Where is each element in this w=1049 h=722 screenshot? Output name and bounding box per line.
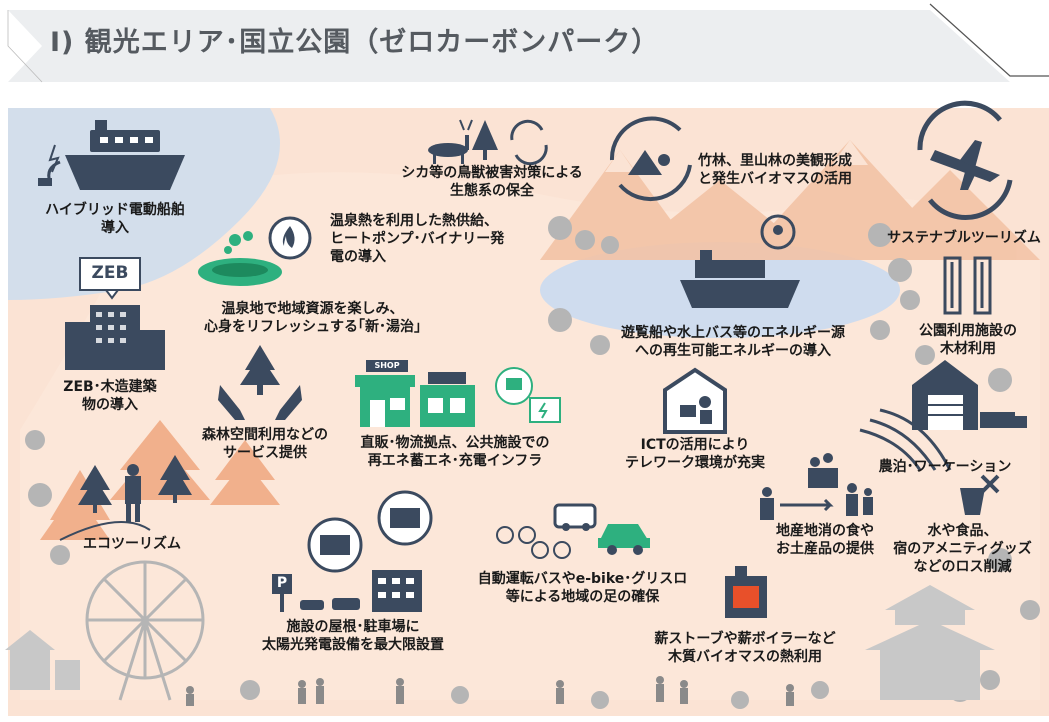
zeb-sign-icon: [79, 257, 141, 300]
solar-building-icon: [372, 570, 422, 612]
label-onsen-area: 温泉地で地域資源を楽しみ、 心身をリフレッシュする｢新･湯治｣: [204, 301, 421, 335]
parking-sign-icon: [272, 574, 292, 612]
label-solar: 施設の屋根･駐車場に 太陽光発電設備を最大限設置: [262, 619, 444, 653]
public-building-icon: [420, 372, 475, 427]
label-biomass-heat: 薪ストーブや薪ボイラーなど 木質バイオマスの熱利用: [654, 631, 836, 665]
label-ict: ICTの活用により テレワーク環境が充実: [625, 437, 765, 471]
truck-icon: [980, 412, 1027, 428]
wood-stove-icon: [725, 566, 767, 618]
telework-house-icon: [663, 367, 727, 434]
cruise-ship-icon: [680, 250, 800, 308]
solar-pin-icon-2: [377, 490, 433, 546]
label-agri: 農泊･ワーケーション: [878, 459, 1012, 475]
label-loss: 水や食品、 宿のアメニティグッズ などのロス削減: [893, 523, 1032, 575]
tree-icon: [472, 120, 498, 160]
forest-hands-icon: [218, 345, 302, 420]
label-wood: 公園利用施設の 木材利用: [919, 323, 1017, 357]
onsen-icon: [198, 231, 282, 286]
label-deer: シカ等の鳥獣被害対策による 生態系の保全: [401, 165, 583, 199]
waste-bucket-icon: [960, 474, 1000, 515]
label-shop: 直販･物流拠点、公共施設での 再エネ蓄エネ･充電インフラ: [360, 435, 550, 469]
hiker-icon: [125, 464, 141, 522]
label-hybrid-ship: ハイブリッド電動船舶 導入: [45, 202, 185, 236]
ferris-wheel-icon: [85, 560, 205, 701]
people-icons: [186, 676, 794, 706]
bamboo-mountain-icon: [628, 150, 670, 175]
label-sustainable: サステナブルツーリズム: [887, 230, 1041, 246]
shop-building-icon: [355, 360, 415, 427]
label-cruise: 遊覧船や水上バス等のエネルギー源 への再生可能エネルギーの導入: [621, 325, 845, 359]
field-lines-icon: [859, 408, 952, 471]
deer-icon: [428, 119, 473, 164]
shop-sign-text: SHOP: [374, 361, 400, 370]
label-zeb: ZEB･木造建築 物の導入: [63, 379, 157, 413]
arrow-icon: [780, 498, 834, 512]
label-local-food: 地産地消の食や お土産品の提供: [776, 523, 874, 557]
bicycle-icon: [496, 526, 571, 559]
fire-bubble-icon: [268, 216, 312, 260]
farm-barn-icon: [912, 360, 978, 430]
houses-icon: [5, 630, 80, 690]
path-curve: [59, 521, 151, 541]
auto-bus-icon: [553, 503, 597, 531]
dark-trees-eco: [78, 455, 192, 513]
label-eco: エコツーリズム: [83, 536, 181, 552]
label-mobility: 自動運転バスやe-bike･グリスロ 等による地域の足の確保: [477, 571, 688, 605]
label-onsen-heat: 温泉熱を利用した熱供給、 ヒートポンプ･バイナリー発 電の導入: [330, 213, 505, 265]
zeb-building-icon: [65, 305, 165, 370]
lightbulb-cycle-icon: [760, 214, 796, 250]
solar-pin-icon-1: [307, 517, 363, 573]
parking-sign-text: P: [276, 575, 288, 591]
airplane-icon: [930, 140, 1000, 190]
vegetables-icon: [808, 453, 838, 488]
label-bamboo: 竹林、里山林の美観形成 と発生バイオマスの活用: [698, 153, 852, 187]
hybrid-ship-icon: [38, 120, 185, 190]
green-car-icon: [598, 524, 650, 555]
zeb-sign-text: ZEB: [91, 263, 129, 283]
family-icon: [846, 483, 873, 516]
battery-bubble-icon: [495, 367, 561, 423]
castle-icon: [865, 585, 995, 700]
farmer-icon: [760, 487, 774, 520]
recycle-icon: [510, 119, 548, 166]
airplane-cycle-icon: [917, 100, 1013, 220]
bamboo-cycle-icon: [609, 116, 692, 202]
title-banner: [7, 3, 1049, 83]
wood-log-icon: [943, 256, 992, 315]
label-forest: 森林空間利用などの サービス提供: [202, 427, 328, 461]
parked-cars-icon: [300, 598, 360, 610]
page-title: I) 観光エリア･国立公園（ゼロカーボンパーク）: [50, 27, 660, 58]
